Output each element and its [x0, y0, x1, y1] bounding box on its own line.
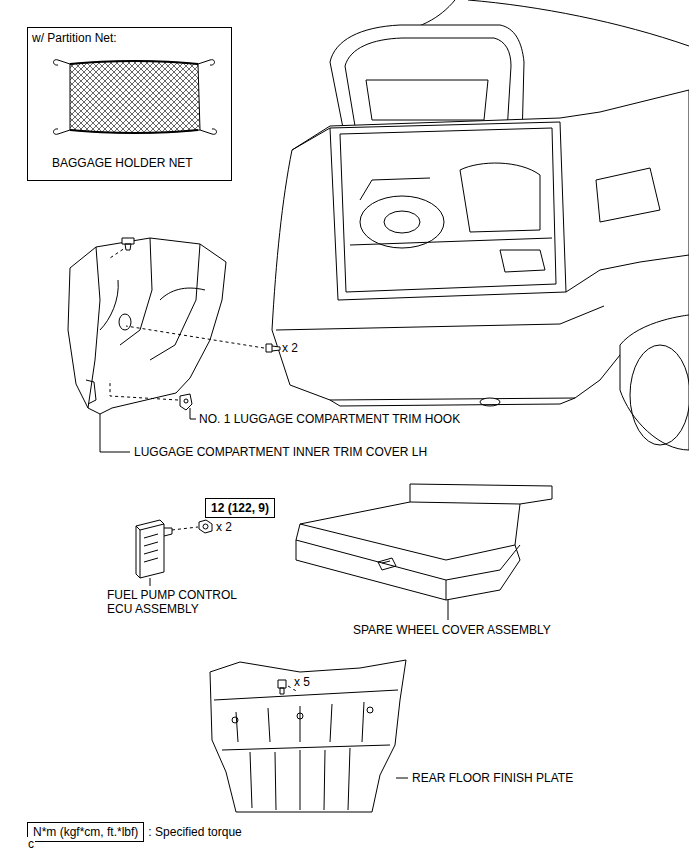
legend-text: : Specified torque	[147, 825, 242, 839]
bolt-symbol	[122, 238, 134, 250]
part-name: FUEL PUMP CONTROL ECU ASSEMBLY	[106, 588, 243, 616]
nut-symbol	[199, 520, 212, 533]
legend-box: N*m (kgf*cm, ft.*lbf)	[27, 822, 144, 842]
torque-value: 12 (122, 9)	[211, 501, 269, 515]
ecu-figure	[136, 520, 198, 586]
part-name: SPARE WHEEL COVER ASSEMBLY	[352, 623, 552, 637]
part-name: NO. 1 LUGGAGE COMPARTMENT TRIM HOOK	[198, 412, 461, 426]
part-name: REAR FLOOR FINISH PLATE	[411, 771, 574, 785]
trim-hook-symbol	[180, 394, 192, 410]
net-figure	[54, 60, 217, 135]
quantity-label: x 2	[215, 520, 233, 534]
option-box: w/ Partition Net: BAGGAGE HOLDER NET	[27, 27, 232, 181]
option-text: w/ Partition Net:	[32, 31, 117, 45]
torque-box: 12 (122, 9)	[205, 498, 275, 518]
unit-text: N*m (kgf*cm, ft.*lbf)	[33, 825, 138, 839]
spare-wheel-cover-figure	[296, 484, 552, 620]
finish-plate-figure	[210, 660, 408, 812]
figure-code: c	[27, 837, 35, 851]
quantity-label: x 5	[293, 675, 311, 689]
option-text: BAGGAGE HOLDER NET	[52, 156, 193, 170]
car-figure	[272, 0, 689, 450]
part-name: LUGGAGE COMPARTMENT INNER TRIM COVER LH	[133, 445, 428, 459]
clip-symbol	[266, 344, 280, 352]
clip-symbol	[278, 680, 286, 694]
quantity-label: x 2	[281, 341, 299, 355]
